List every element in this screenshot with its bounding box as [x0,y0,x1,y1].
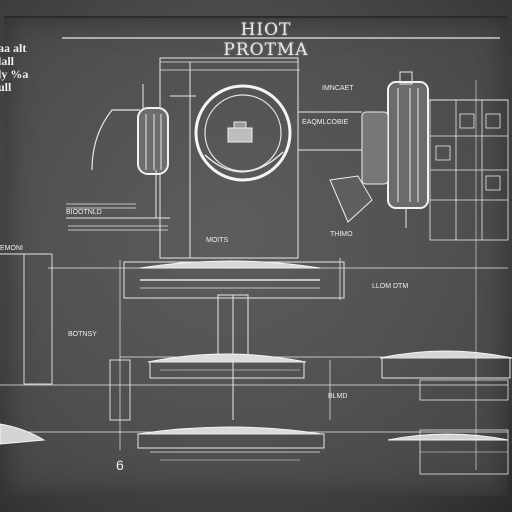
callout-right: EAQMLCOBIE [302,119,349,126]
left-notes-label: BIOOTNLD [66,209,102,216]
right-label: THIMO [330,231,353,238]
platform-right-upper [379,350,512,401]
mid-caption: BOTNSY [68,331,97,338]
platform-bottom [137,426,325,461]
legend-line: ull [0,80,12,94]
callout-top: IMNCAET [322,85,354,92]
platform-mid [147,294,307,420]
roller-cylinder [66,69,300,219]
legend-line: ly %a [0,67,29,81]
lens-ring [194,84,292,182]
bottom-digit: 6 [116,457,124,473]
platform-left-lower [0,423,46,445]
platform-right-lower [387,429,509,475]
blueprint-title: HIOT PROTMA [223,20,309,60]
right-caption: LLOM DTM [372,283,408,290]
tube-assembly [298,71,508,228]
left-column [0,253,131,421]
legend-block: aa alt lall ly %a ull [0,42,58,94]
platform-top [123,260,345,299]
left-label: EMONI [0,245,23,252]
lower-right-note: BLMD [328,393,347,400]
legend-line: aa alt [0,41,27,55]
grid-panel [429,99,509,241]
left-notes [66,203,168,231]
mid-label: MOITS [206,237,228,244]
legend-line: lall [0,54,15,68]
